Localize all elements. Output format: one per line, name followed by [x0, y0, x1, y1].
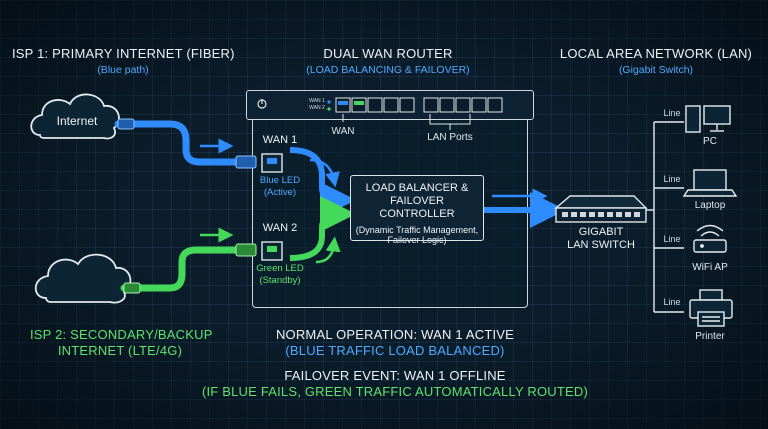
wan2-led-label: Green LED [256, 263, 304, 274]
router-subtitle: (LOAD BALANCING & FAILOVER) [306, 64, 470, 76]
device-line-label: Line [663, 108, 681, 118]
internet-label: Internet [56, 114, 98, 128]
device-name-printer: Printer [695, 331, 725, 342]
router-lan-ports [423, 97, 503, 113]
wan1-state-label: (Active) [263, 187, 297, 198]
failover-title: FAILOVER EVENT: WAN 1 OFFLINE [284, 368, 506, 383]
wan1-label: WAN 1 [262, 134, 298, 146]
lan-title: LOCAL AREA NETWORK (LAN) [559, 46, 753, 61]
controller-line3: (Dynamic Traffic Management, [355, 224, 479, 235]
router-led-wan2-label: WAN 2 [309, 105, 325, 111]
lan-switch-icon [554, 195, 648, 223]
controller-line4: Failover Logic) [387, 235, 447, 246]
cloud-icon-isp2 [34, 253, 132, 304]
lan-tree-lines [646, 121, 684, 313]
wifi-ap-icon [693, 224, 727, 253]
wan2-label: WAN 2 [262, 222, 298, 234]
isp1-subtitle: (Blue path) [97, 64, 149, 76]
router-wan-label: WAN [331, 126, 355, 137]
isp2-title-line1: ISP 2: SECONDARY/BACKUP [30, 327, 213, 342]
wan2-state-label: (Standby) [259, 275, 301, 286]
lan-subtitle: (Gigabit Switch) [618, 64, 694, 76]
router-title: DUAL WAN ROUTER [323, 46, 453, 61]
wan1-led-label: Blue LED [259, 175, 301, 186]
router-lan-ports-label: LAN Ports [427, 132, 473, 143]
device-name-laptop: Laptop [694, 200, 726, 211]
laptop-icon [682, 169, 738, 197]
device-name-pc: PC [703, 136, 717, 147]
switch-label-line1: GIGABIT [578, 226, 624, 238]
switch-label-line2: LAN SWITCH [567, 239, 635, 251]
cloud-icon-isp1 [30, 93, 120, 140]
device-name-wifi-ap: WiFi AP [692, 262, 728, 273]
device-line-label: Line [663, 174, 681, 184]
router-led-wan1-label: WAN 1 [309, 98, 325, 104]
isp2-title-line2: INTERNET (LTE/4G) [57, 343, 183, 358]
load-balancer-controller: LOAD BALANCER & FAILOVER CONTROLLER (Dyn… [350, 175, 484, 245]
controller-line1: LOAD BALANCER & [365, 182, 469, 194]
normal-operation-subtitle: (BLUE TRAFFIC LOAD BALANCED) [285, 343, 505, 358]
failover-subtitle: (IF BLUE FAILS, GREEN TRAFFIC AUTOMATICA… [201, 384, 589, 399]
printer-icon [689, 289, 733, 327]
normal-operation-title: NORMAL OPERATION: WAN 1 ACTIVE [275, 327, 515, 342]
device-line-label: Line [663, 297, 681, 307]
isp1-title: ISP 1: PRIMARY INTERNET (FIBER) [12, 46, 235, 61]
device-line-label: Line [663, 234, 681, 244]
pc-icon [685, 105, 731, 133]
controller-line2: FAILOVER CONTROLLER [379, 195, 455, 221]
